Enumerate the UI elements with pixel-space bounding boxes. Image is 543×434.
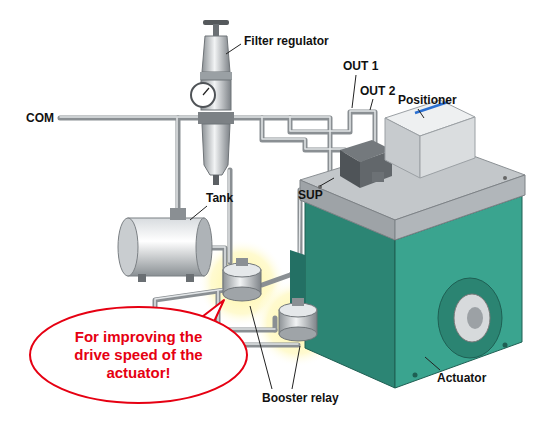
part-label: Positioner <box>398 93 457 107</box>
part-label: SUP <box>298 188 323 202</box>
callout-text: For improving the drive speed of the act… <box>64 328 214 382</box>
positioner <box>340 100 475 188</box>
part-label: Filter regulator <box>244 34 329 48</box>
actuator <box>290 140 525 388</box>
booster-relay <box>223 258 317 341</box>
part-label: Tank <box>206 191 233 205</box>
part-label: COM <box>26 111 54 125</box>
part-label: OUT 1 <box>343 59 378 73</box>
part-label: Actuator <box>437 371 486 385</box>
bubble-ellipse <box>30 307 247 403</box>
callout-bubble: For improving the drive speed of the act… <box>28 305 249 405</box>
filter-regulator <box>191 20 234 185</box>
part-label: OUT 2 <box>360 84 395 98</box>
tank <box>118 208 212 282</box>
part-label: Booster relay <box>262 391 339 405</box>
